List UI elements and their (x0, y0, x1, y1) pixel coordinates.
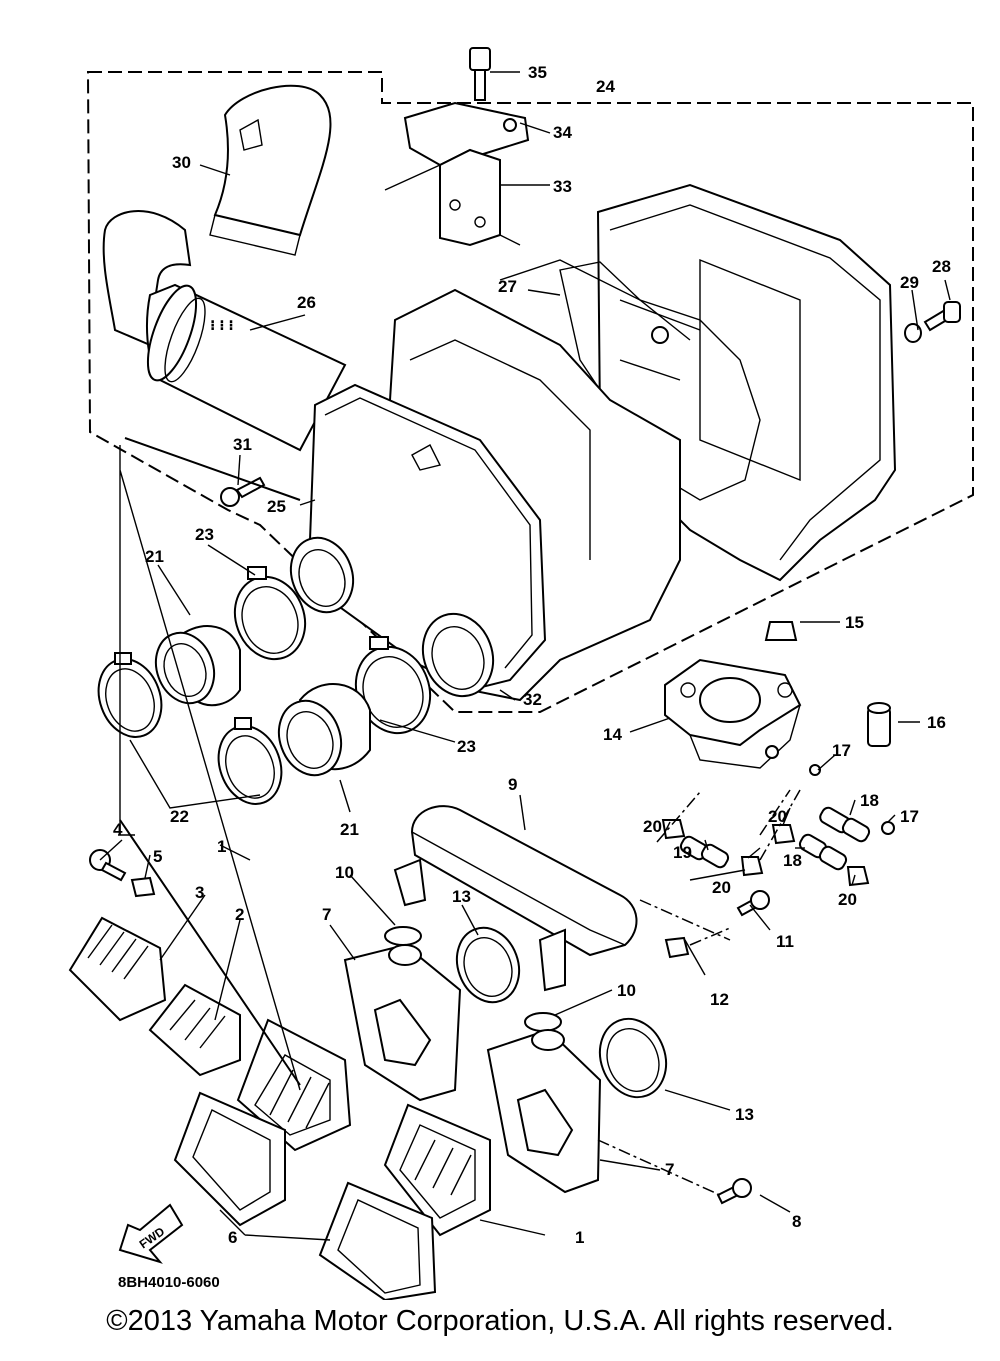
callout-9: 9 (508, 775, 517, 794)
copyright-notice: ©2013 Yamaha Motor Corporation, U.S.A. A… (106, 1305, 894, 1337)
nut-5 (130, 876, 156, 898)
ring-10-upper (384, 926, 422, 946)
nut-15 (764, 621, 798, 641)
callout-30: 30 (172, 153, 191, 172)
callout-7b: 7 (665, 1160, 674, 1179)
callout-26: 26 (297, 293, 316, 312)
flange-14 (664, 658, 802, 769)
airbox-port-upper (289, 536, 355, 614)
callout-13a: 13 (452, 887, 471, 906)
callout-25: 25 (267, 497, 286, 516)
reed-stopper-3 (68, 916, 167, 1022)
hose-fittings (661, 764, 895, 887)
catalog-code: 8BH4010-6060 (118, 1274, 220, 1291)
callout-32: 32 (523, 690, 542, 709)
bolt-guide (639, 899, 731, 946)
manifold-7-lower (486, 1028, 602, 1194)
callout-labels: 35 24 34 33 30 26 27 29 28 31 25 23 21 3… (113, 63, 951, 1247)
callout-2: 2 (235, 905, 244, 924)
airbox-port-lower (421, 612, 495, 698)
callout-29: 29 (900, 273, 919, 292)
callout-34: 34 (553, 123, 572, 142)
gasket-6-upper (173, 1091, 286, 1227)
duct-30 (209, 84, 332, 256)
exploded-view-drawing: ⁝ ⁝ ⁝ (68, 47, 974, 1302)
callout-10b: 10 (617, 981, 636, 1000)
callout-4: 4 (113, 820, 123, 839)
callout-17a: 17 (832, 741, 851, 760)
cap-16 (867, 702, 891, 747)
callout-5: 5 (153, 847, 162, 866)
callout-31: 31 (233, 435, 252, 454)
callout-14: 14 (603, 725, 622, 744)
clamp-23-lower (354, 636, 432, 735)
bolt-8 (716, 1178, 752, 1205)
callout-21b: 21 (340, 820, 359, 839)
bolt-8-guide (597, 1139, 721, 1196)
callout-15: 15 (845, 613, 864, 632)
callout-20c: 20 (712, 878, 731, 897)
callout-19: 19 (673, 843, 692, 862)
callout-35: 35 (528, 63, 547, 82)
callout-11: 11 (776, 932, 794, 951)
callout-27: 27 (498, 277, 517, 296)
clamp-13-lower (598, 1017, 668, 1099)
ring-10-lower (524, 1012, 562, 1032)
callout-6: 6 (228, 1228, 237, 1247)
reed-valve-assy-1-upper (236, 1018, 352, 1152)
gasket-hole (651, 326, 669, 344)
callout-20a: 20 (643, 817, 662, 836)
callout-33: 33 (553, 177, 572, 196)
callout-7a: 7 (322, 905, 331, 924)
bolt-35 (469, 47, 491, 101)
bracket-guide (384, 164, 521, 246)
joint-21-lower (277, 683, 371, 777)
callout-1a: 1 (217, 837, 226, 856)
callout-24: 24 (596, 77, 615, 96)
callout-12: 12 (710, 990, 729, 1009)
forward-arrow-icon: FWD (118, 1203, 184, 1264)
bracket-33 (403, 101, 530, 247)
nut-12 (664, 936, 690, 959)
callout-28: 28 (932, 257, 951, 276)
svg-text:⁝ ⁝ ⁝: ⁝ ⁝ ⁝ (210, 317, 234, 333)
callout-8: 8 (792, 1212, 801, 1231)
joint-21-upper (154, 625, 241, 707)
callout-13b: 13 (735, 1105, 754, 1124)
bolt-4 (89, 849, 127, 882)
assembly-boundary-24 (86, 71, 974, 713)
manifold-7-upper (343, 943, 462, 1102)
clamp-22-lower (217, 717, 283, 805)
clamp-22-upper (97, 652, 163, 738)
intake-tube-26: ⁝ ⁝ ⁝ (102, 210, 347, 452)
chamber-9 (393, 805, 638, 992)
callout-20b: 20 (768, 807, 787, 826)
callout-22: 22 (170, 807, 189, 826)
leader-lines (99, 71, 951, 1241)
callout-16: 16 (927, 713, 946, 732)
callout-10a: 10 (335, 863, 354, 882)
bolt-11 (736, 890, 770, 917)
callout-23b: 23 (457, 737, 476, 756)
screw-28 (904, 301, 961, 343)
clamp-23-upper (233, 566, 307, 661)
callout-18a: 18 (860, 791, 879, 810)
callout-3: 3 (195, 883, 204, 902)
screw-31 (220, 476, 266, 507)
callout-23a: 23 (195, 525, 214, 544)
fitting-guides (656, 789, 801, 861)
callout-21a: 21 (145, 547, 164, 566)
gasket-6-lower (318, 1181, 437, 1302)
callout-18b: 18 (783, 851, 802, 870)
callout-17b: 17 (900, 807, 919, 826)
callout-20d: 20 (838, 890, 857, 909)
callout-1b: 1 (575, 1228, 584, 1247)
